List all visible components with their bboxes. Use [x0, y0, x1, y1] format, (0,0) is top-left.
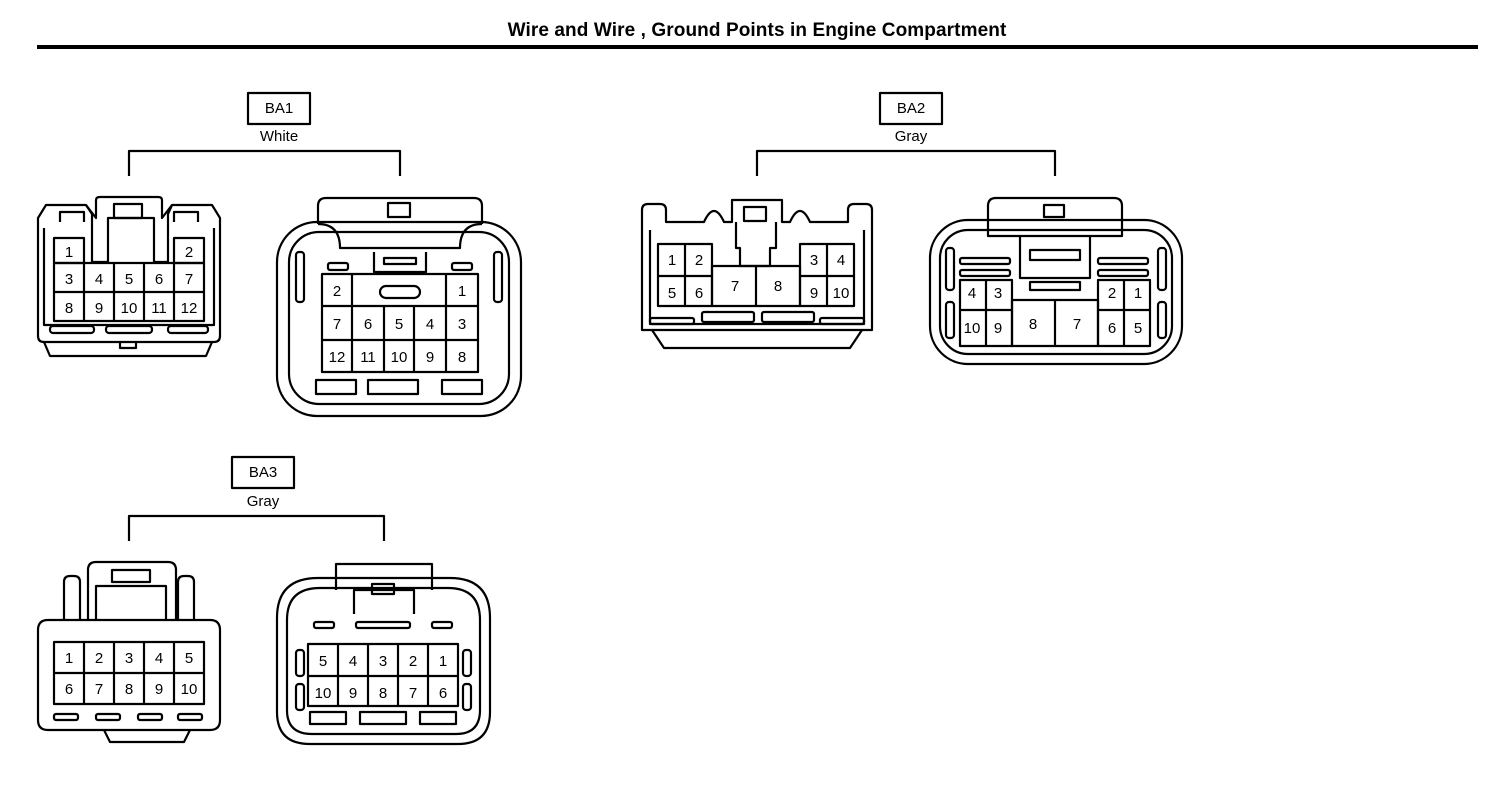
ba2-female-connector: 1 2 3 4 5 6 7 8 9 10	[640, 198, 874, 350]
ba2-f-pin-2: 2	[695, 252, 703, 269]
ba1-f-pin-10: 10	[121, 300, 138, 317]
ba3-m-pin-10: 10	[315, 685, 332, 702]
ba3-m-pin-7: 7	[409, 685, 417, 702]
ba3-m-pin-4: 4	[349, 653, 357, 670]
ba3-male-connector: 5 4 3 2 1 10 9 8 7 6	[275, 562, 492, 746]
ba3-f-pin-3: 3	[125, 650, 133, 667]
ba2-m-pin-3: 3	[994, 285, 1002, 302]
ba3-f-pin-7: 7	[95, 681, 103, 698]
ba3-female-connector: 1 2 3 4 5 6 7 8 9 10	[36, 560, 222, 744]
ba2-f-pin-10: 10	[833, 285, 850, 302]
ba3-f-pin-6: 6	[65, 681, 73, 698]
ba1-m-pin-7: 7	[333, 316, 341, 333]
ba2-m-pin-10: 10	[964, 320, 981, 337]
ba1-m-pin-4: 4	[426, 316, 434, 333]
ba1-m-pin-3: 3	[458, 316, 466, 333]
ba3-m-pin-9: 9	[349, 685, 357, 702]
ba1-color: White	[260, 128, 298, 145]
ba3-m-pin-8: 8	[379, 685, 387, 702]
ba3-f-pin-2: 2	[95, 650, 103, 667]
page-title: Wire and Wire , Ground Points in Engine …	[507, 20, 1007, 41]
ba2-f-pin-5: 5	[668, 285, 676, 302]
ba1-f-pin-8: 8	[65, 300, 73, 317]
ba2-m-pin-1: 1	[1134, 285, 1142, 302]
ba2-f-pin-4: 4	[837, 252, 845, 269]
ba2-f-pin-3: 3	[810, 252, 818, 269]
ba2-m-pin-9: 9	[994, 320, 1002, 337]
ba3-m-pin-3: 3	[379, 653, 387, 670]
ba1-f-pin-3: 3	[65, 271, 73, 288]
ba1-m-pin-6: 6	[364, 316, 372, 333]
connector-ba2: BA2 Gray 1 2 3 4	[640, 91, 1184, 366]
connector-ba3: BA3 Gray 1 2 3 4	[36, 455, 492, 746]
ba2-m-pin-7: 7	[1073, 316, 1081, 333]
ba1-m-pin-12: 12	[329, 349, 346, 366]
ba3-m-pin-2: 2	[409, 653, 417, 670]
ba1-f-pin-2: 2	[185, 244, 193, 261]
ba2-color: Gray	[895, 128, 928, 145]
ba2-f-pin-7: 7	[731, 278, 739, 295]
ba2-m-pin-8: 8	[1029, 316, 1037, 333]
ba2-f-pin-6: 6	[695, 285, 703, 302]
title-rule	[37, 45, 1478, 49]
ba2-id: BA2	[897, 100, 925, 117]
ba2-f-pin-9: 9	[810, 285, 818, 302]
ba1-m-pin-10: 10	[391, 349, 408, 366]
ba1-m-pin-11: 11	[360, 349, 376, 366]
ba1-f-pin-1: 1	[65, 244, 73, 261]
ba1-m-pin-5: 5	[395, 316, 403, 333]
ba1-f-pin-12: 12	[181, 300, 198, 317]
ba3-m-pin-5: 5	[319, 653, 327, 670]
ba2-male-connector: 4 3 2 1 10 9 8 7 6 5	[928, 196, 1184, 366]
ba2-f-pin-1: 1	[668, 252, 676, 269]
ba2-m-pin-2: 2	[1108, 285, 1116, 302]
ba3-tag	[230, 455, 296, 490]
ba3-m-pin-1: 1	[439, 653, 447, 670]
ba2-f-pin-8: 8	[774, 278, 782, 295]
ba3-f-pin-9: 9	[155, 681, 163, 698]
ba1-m-pin-1: 1	[458, 283, 466, 300]
connector-ba1: BA1 White 1 2 3	[36, 91, 523, 418]
ba1-f-pin-6: 6	[155, 271, 163, 288]
ba1-f-pin-9: 9	[95, 300, 103, 317]
ba1-female-connector: 1 2 3 4 5 6 7 8 9 10 11 12	[36, 195, 222, 358]
ba1-m-pin-9: 9	[426, 349, 434, 366]
ba1-m-pin-8: 8	[458, 349, 466, 366]
ba1-f-pin-7: 7	[185, 271, 193, 288]
ba1-bracket	[127, 149, 402, 176]
ba1-id: BA1	[265, 100, 293, 117]
ba2-tag	[878, 91, 944, 126]
ba2-m-pin-4: 4	[968, 285, 976, 302]
ba2-m-pin-6: 6	[1108, 320, 1116, 337]
ba2-m-pin-5: 5	[1134, 320, 1142, 337]
ba3-f-pin-8: 8	[125, 681, 133, 698]
ba3-f-pin-4: 4	[155, 650, 163, 667]
ba1-f-pin-4: 4	[95, 271, 103, 288]
ba1-f-pin-5: 5	[125, 271, 133, 288]
ba3-id: BA3	[249, 464, 277, 481]
ba3-f-pin-1: 1	[65, 650, 73, 667]
ba3-f-pin-5: 5	[185, 650, 193, 667]
ba1-male-connector: 2 1 7 6 5 4 3 12 11 10 9 8	[275, 196, 523, 418]
ba1-tag	[246, 91, 312, 126]
ba3-m-pin-6: 6	[439, 685, 447, 702]
ba1-f-pin-11: 11	[151, 300, 167, 317]
ba1-m-pin-2: 2	[333, 283, 341, 300]
ba3-f-pin-10: 10	[181, 681, 198, 698]
ba3-color: Gray	[247, 493, 280, 510]
